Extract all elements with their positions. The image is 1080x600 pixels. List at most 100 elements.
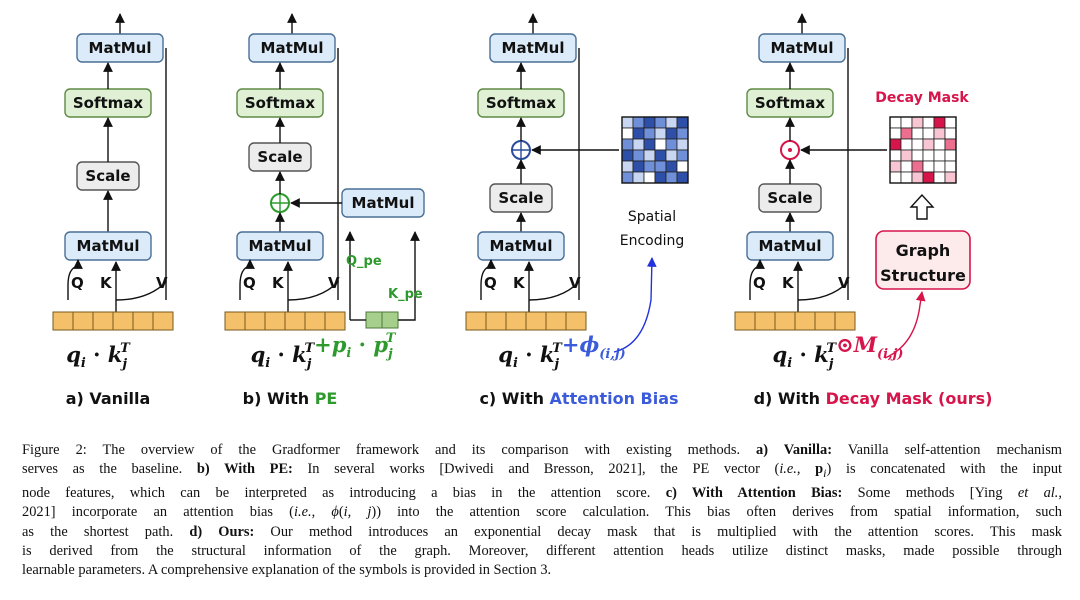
- panel-label: b) With PE: [243, 389, 338, 408]
- graph-structure-label-1: Graph: [896, 241, 951, 260]
- matrix-cell: [922, 116, 935, 129]
- matmul-bottom-block-label: MatMul: [490, 237, 553, 255]
- matrix-cell: [944, 171, 957, 184]
- token-sequence: [465, 311, 587, 331]
- matrix-cell: [643, 138, 656, 151]
- matrix-cell: [933, 149, 946, 162]
- k-pe-arrow: [398, 231, 420, 321]
- decay-matrix: [889, 116, 957, 184]
- up-hollow-arrow-icon: [909, 193, 935, 220]
- token-cell: [304, 311, 326, 331]
- matrix-cell: [632, 116, 645, 129]
- graph-structure-frame: [875, 230, 971, 290]
- q-arrow: [67, 259, 83, 300]
- token-cell: [794, 311, 816, 331]
- token-cell: [52, 311, 74, 331]
- q-input-label: Q: [484, 274, 497, 292]
- matrix-cell: [911, 160, 924, 173]
- token-cell: [545, 311, 567, 331]
- token-cell: [152, 311, 174, 331]
- matrix-cell: [632, 127, 645, 140]
- matrix-cell: [665, 149, 678, 162]
- bias-matrix-border: [621, 116, 689, 184]
- matrix-cell: [643, 160, 656, 173]
- matrix-cell: [643, 116, 656, 129]
- token-cell: [505, 311, 527, 331]
- matrix-cell: [654, 171, 667, 184]
- matrix-cell: [944, 138, 957, 151]
- matmul-bottom-block-box: [236, 231, 324, 261]
- matmul-top-block-label: MatMul: [261, 39, 324, 57]
- matrix-cell: [900, 171, 913, 184]
- matrix-cell: [900, 160, 913, 173]
- token-sequence: [52, 311, 174, 331]
- matrix-cell: [889, 149, 902, 162]
- scale-block-label: Scale: [257, 148, 302, 166]
- scale-block: Scale: [758, 183, 822, 213]
- matrix-cell: [676, 149, 689, 162]
- token-cell: [381, 311, 399, 329]
- token-sequence: [224, 311, 346, 331]
- matrix-cell: [632, 160, 645, 173]
- token-cell: [264, 311, 286, 331]
- token-cell: [565, 311, 587, 331]
- q-arrow: [480, 259, 496, 300]
- token-cell: [465, 311, 487, 331]
- token-cell: [754, 311, 776, 331]
- matrix-cell: [900, 116, 913, 129]
- matmul-top-block: MatMul: [489, 33, 577, 63]
- q-input-label: Q: [243, 274, 256, 292]
- matrix-cell: [676, 127, 689, 140]
- token-cell: [814, 311, 836, 331]
- matrix-cell: [944, 127, 957, 140]
- matrix-cell: [911, 138, 924, 151]
- softmax-block: Softmax: [236, 88, 324, 118]
- matrix-cell: [944, 160, 957, 173]
- matrix-cell: [621, 138, 634, 151]
- scale-block: Scale: [489, 183, 553, 213]
- q-pe-label: Q_pe: [346, 254, 382, 269]
- token-cell: [485, 311, 507, 331]
- softmax-block: Softmax: [746, 88, 834, 118]
- matrix-cell: [676, 138, 689, 151]
- token-cell: [834, 311, 856, 331]
- matrix-cell: [676, 171, 689, 184]
- matrix-cell: [665, 171, 678, 184]
- matrix-cell: [654, 127, 667, 140]
- matrix-cell: [621, 149, 634, 162]
- matrix-cell: [632, 138, 645, 151]
- matrix-cell: [889, 138, 902, 151]
- matmul-top-block-box: [76, 33, 164, 63]
- matrix-cell: [911, 149, 924, 162]
- matrix-cell: [665, 160, 678, 173]
- caption-c-label: c) With Attention Bias:: [665, 484, 843, 501]
- matmul-top-block: MatMul: [758, 33, 846, 63]
- matmul-bottom-block: MatMul: [746, 231, 834, 261]
- matmul-bottom-block-box: [746, 231, 834, 261]
- matrix-cell: [643, 149, 656, 162]
- spatial-label: Spatial: [628, 209, 676, 225]
- matrix-cell: [922, 138, 935, 151]
- matmul-bottom-block-box: [64, 231, 152, 261]
- matrix-cell: [665, 138, 678, 151]
- matrix-cell: [944, 116, 957, 129]
- decay-mask-title: Decay Mask: [875, 90, 969, 106]
- matrix-cell: [922, 171, 935, 184]
- q-arrow: [749, 259, 765, 300]
- matrix-cell: [643, 127, 656, 140]
- token-cell: [525, 311, 547, 331]
- matrix-cell: [621, 160, 634, 173]
- matrix-cell: [911, 116, 924, 129]
- matrix-cell: [900, 138, 913, 151]
- caption-intro: The overview of the Gradformer framework…: [86, 442, 757, 458]
- matrix-cell: [922, 160, 935, 173]
- token-sequence: [734, 311, 856, 331]
- matmul-pe-block-label: MatMul: [352, 194, 415, 212]
- matmul-top-block-label: MatMul: [89, 39, 152, 57]
- matrix-cell: [911, 127, 924, 140]
- matrix-cell: [676, 160, 689, 173]
- matrix-cell: [889, 116, 902, 129]
- matmul-top-block: MatMul: [76, 33, 164, 63]
